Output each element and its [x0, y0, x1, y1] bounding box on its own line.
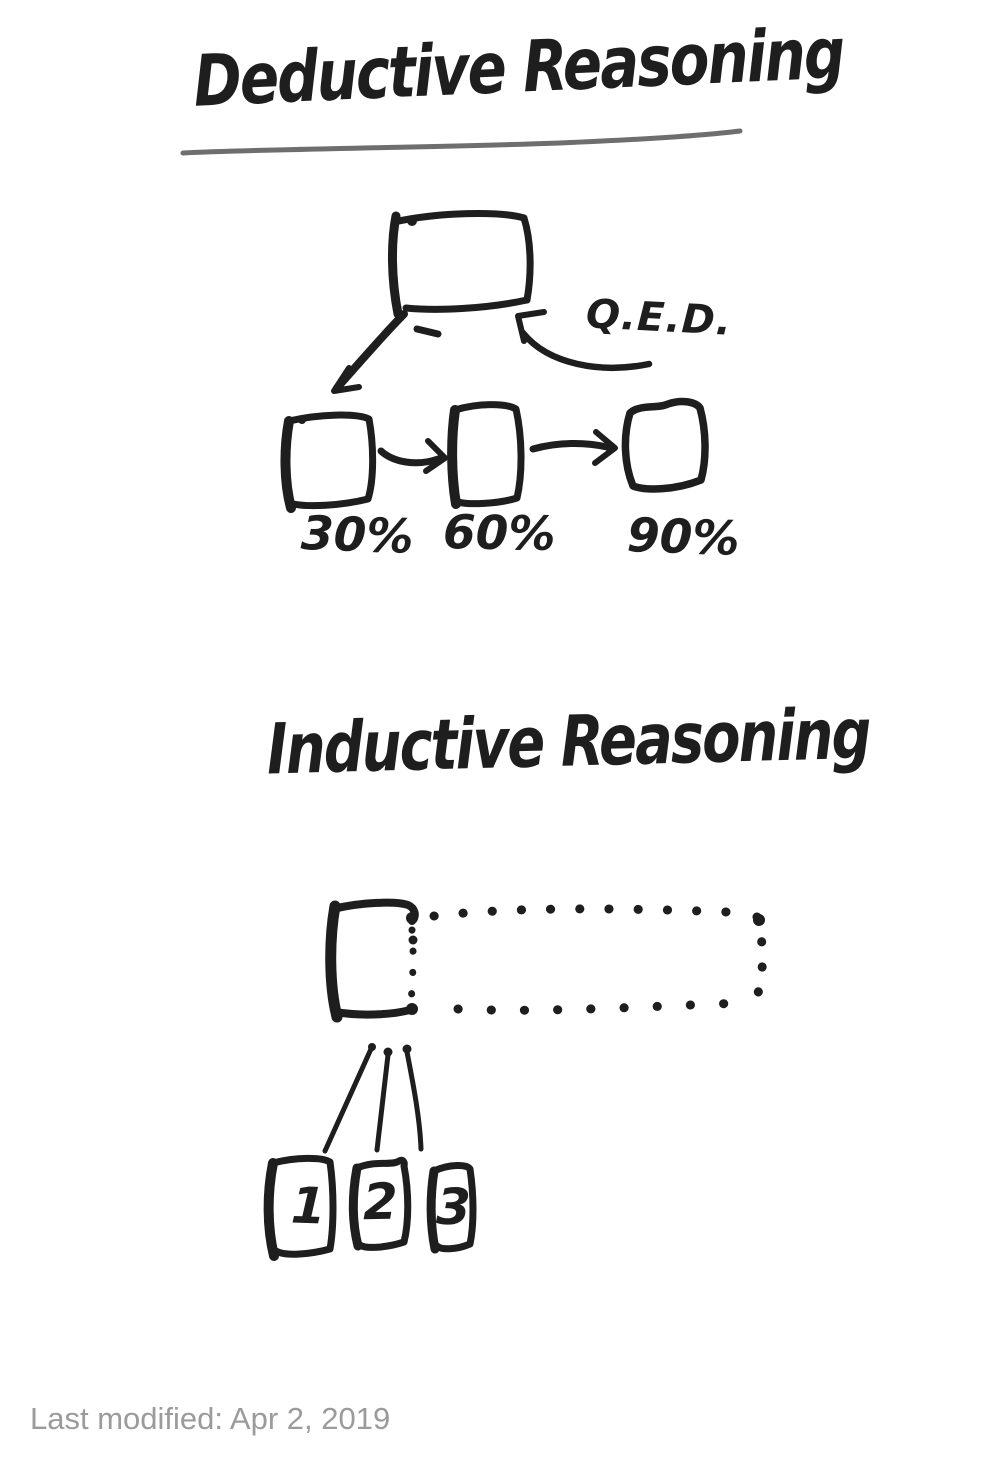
- inductive-title: Inductive Reasoning: [265, 693, 871, 791]
- qed-label: Q.E.D.: [584, 291, 734, 345]
- connector-line-3: [402, 1044, 424, 1152]
- premise-percent-label-2: 60%: [442, 505, 556, 562]
- case-number-2: 2: [362, 1172, 399, 1232]
- premise-box-2: [447, 401, 525, 509]
- conclusion-box: [388, 209, 534, 319]
- arrow-premise-1-2: [377, 438, 448, 474]
- case-box-1: [263, 1154, 337, 1261]
- case-number-3: 3: [435, 1177, 472, 1237]
- connector-line-1: [322, 1043, 376, 1154]
- arrow-premise-2-3: [529, 429, 618, 466]
- arrow-conclusion-to-premises: [331, 310, 408, 394]
- last-modified-label: Last modified: Apr 2, 2019: [30, 1401, 391, 1436]
- premise-percent-label-1: 30%: [300, 506, 415, 565]
- connector-line-2: [374, 1047, 393, 1153]
- case-box-3: [426, 1162, 477, 1254]
- case-box-2: [348, 1156, 412, 1251]
- qed-arrow: [515, 309, 653, 371]
- title-underline-stroke: [180, 128, 743, 156]
- premise-box-1: [280, 411, 377, 513]
- dotted-extension-box: [407, 904, 767, 1015]
- generalization-box: [325, 898, 419, 1023]
- premise-box-3: [621, 397, 709, 493]
- premise-percent-label-3: 90%: [626, 508, 741, 567]
- dash-mark: [413, 325, 442, 338]
- case-number-1: 1: [289, 1176, 327, 1236]
